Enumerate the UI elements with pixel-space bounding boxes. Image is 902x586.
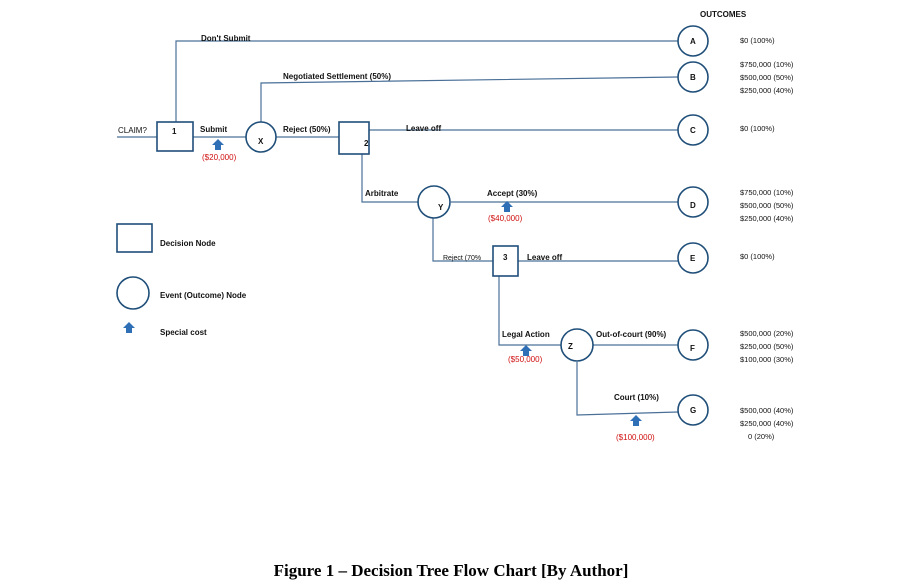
arbitrate-cost-arrow-icon — [501, 201, 513, 212]
legend-special-cost-arrow-icon — [123, 322, 135, 333]
event-node-z-label: Z — [568, 342, 573, 351]
outcome-node-d-label: D — [690, 201, 696, 210]
event-node-x: X — [245, 121, 277, 153]
outcome-d-value: $750,000 (10%) — [740, 188, 794, 197]
outcome-f-value: $100,000 (30%) — [740, 355, 794, 364]
decision-node-3-label: 3 — [503, 253, 508, 262]
outcomes-heading: OUTCOMES — [700, 10, 747, 19]
outcome-g-value: $500,000 (40%) — [740, 406, 794, 415]
legend: Decision Node Event (Outcome) Node Speci… — [116, 223, 247, 337]
outcome-b-value: $750,000 (10%) — [740, 60, 794, 69]
legend-special-cost-label: Special cost — [160, 328, 207, 337]
outcome-node-c-label: C — [690, 126, 696, 135]
dont-submit-label: Don't Submit — [201, 34, 251, 43]
decision-node-2-label: 2 — [364, 139, 369, 148]
outcome-g-value: $250,000 (40%) — [740, 419, 794, 428]
claim-label: CLAIM? — [118, 126, 147, 135]
outcome-a-value: $0 (100%) — [740, 36, 775, 45]
outcome-node-g: G — [677, 394, 709, 426]
outcome-node-a: A — [677, 25, 709, 57]
outcome-node-b: B — [677, 61, 709, 93]
outcome-b-value: $500,000 (50%) — [740, 73, 794, 82]
outcome-node-e-label: E — [690, 254, 696, 263]
outcome-node-d: D — [677, 186, 709, 218]
outcome-e-value: $0 (100%) — [740, 252, 775, 261]
reject-50-label: Reject (50%) — [283, 125, 331, 134]
legend-event-node-icon — [116, 276, 150, 310]
outcome-node-a-label: A — [690, 37, 696, 46]
special-cost-arrows — [123, 139, 642, 426]
decision-node-1: 1 — [156, 121, 194, 152]
outcome-node-e: E — [677, 242, 709, 274]
reject-70-label: Reject (70% — [443, 255, 481, 262]
event-node-x-label: X — [258, 137, 264, 146]
event-node-y: Y — [417, 185, 451, 219]
court-cost-arrow-icon — [630, 415, 642, 426]
outcome-c-value: $0 (100%) — [740, 124, 775, 133]
outcome-node-f-label: F — [690, 344, 695, 353]
submit-label: Submit — [200, 125, 227, 134]
arbitrate-cost-label: ($40,000) — [488, 214, 523, 223]
legal-cost-label: ($50,000) — [508, 355, 543, 364]
out-of-court-label: Out-of-court (90%) — [596, 330, 667, 339]
event-node-z: Z — [560, 328, 594, 362]
court-cost-label: ($100,000) — [616, 433, 655, 442]
submit-cost-label: ($20,000) — [202, 153, 237, 162]
negotiated-settlement-label: Negotiated Settlement (50%) — [283, 72, 391, 81]
outcome-node-c: C — [677, 114, 709, 146]
legend-decision-label: Decision Node — [160, 239, 216, 248]
arbitrate-label: Arbitrate — [365, 189, 399, 198]
figure-caption: Figure 1 – Decision Tree Flow Chart [By … — [274, 561, 629, 580]
outcome-values: $0 (100%) $750,000 (10%) $500,000 (50%) … — [740, 36, 794, 441]
leave-off-1-label: Leave off — [406, 124, 441, 133]
court-label: Court (10%) — [614, 393, 659, 402]
outcome-node-g-label: G — [690, 406, 696, 415]
legal-cost-arrow-icon — [520, 345, 532, 356]
legal-action-label: Legal Action — [502, 330, 550, 339]
outcome-d-value: $500,000 (50%) — [740, 201, 794, 210]
decision-node-2: 2 — [338, 121, 370, 155]
decision-node-1-label: 1 — [172, 127, 177, 136]
event-node-y-label: Y — [438, 203, 444, 212]
legend-decision-node-icon — [116, 223, 153, 253]
accept-label: Accept (30%) — [487, 189, 538, 198]
outcome-node-b-label: B — [690, 73, 696, 82]
connector-lines — [117, 40, 679, 416]
decision-node-3: 3 — [492, 245, 519, 277]
outcome-f-value: $500,000 (20%) — [740, 329, 794, 338]
outcome-node-f: F — [677, 329, 709, 361]
outcome-f-value: $250,000 (50%) — [740, 342, 794, 351]
outcome-g-value: 0 (20%) — [748, 432, 775, 441]
leave-off-2-label: Leave off — [527, 253, 562, 262]
legend-event-label: Event (Outcome) Node — [160, 291, 247, 300]
outcome-b-value: $250,000 (40%) — [740, 86, 794, 95]
outcome-d-value: $250,000 (40%) — [740, 214, 794, 223]
submit-cost-arrow-icon — [212, 139, 224, 150]
